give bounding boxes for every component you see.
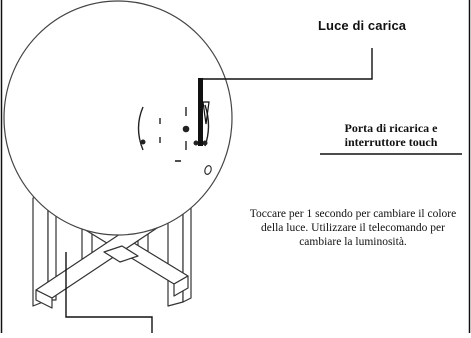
charging-port-label: Porta di ricarica e interruttore touch [318, 121, 464, 149]
charge-light-label: Luce di carica [318, 18, 407, 33]
instructions-text: Toccare per 1 secondo per cambiare il co… [249, 208, 457, 248]
stand-crossbar-1-side [173, 275, 189, 297]
dot-mark-4 [202, 140, 208, 146]
charge-light-indicator [198, 78, 210, 146]
dot-mark-2 [182, 125, 190, 133]
touch-button-icon [204, 165, 212, 175]
charge-light-leader [203, 48, 373, 80]
moon-sphere [3, 0, 233, 236]
stand-crossbar-2-side [35, 289, 53, 309]
dot-mark-1 [140, 139, 146, 145]
charging-port-label-line2: interruttore touch [344, 135, 438, 149]
charging-port-label-line1: Porta di ricarica e [344, 121, 438, 135]
charge-light-bar [198, 78, 203, 146]
stand-leader [65, 252, 153, 333]
charge-light-tip [202, 101, 210, 125]
surface-marks [137, 104, 210, 162]
stand-center-block [103, 245, 139, 263]
bracket-mark-left [137, 106, 144, 151]
dot-mark-3 [193, 140, 199, 146]
